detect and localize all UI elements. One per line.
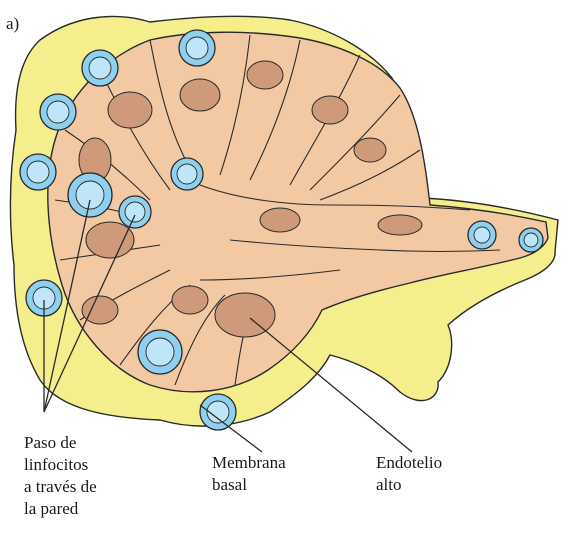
label-membrana-basal: Membrana basal xyxy=(212,452,286,496)
label-paso-linfocitos: Paso de linfocitos a través de la pared xyxy=(24,432,97,520)
lymphocyte xyxy=(171,158,203,190)
lymphocyte xyxy=(119,196,151,228)
lymphocyte xyxy=(138,330,182,374)
lymphocyte xyxy=(68,173,112,217)
panel-label: a) xyxy=(6,14,19,34)
label-endotelio-alto: Endotelio alto xyxy=(376,452,442,496)
lymphocyte xyxy=(519,228,543,252)
lymphocyte xyxy=(20,154,56,190)
lymphocyte xyxy=(200,394,236,430)
lymphocyte xyxy=(40,94,76,130)
lymphocyte xyxy=(468,221,496,249)
lymphocyte xyxy=(179,30,215,66)
lymphocyte xyxy=(82,50,118,86)
